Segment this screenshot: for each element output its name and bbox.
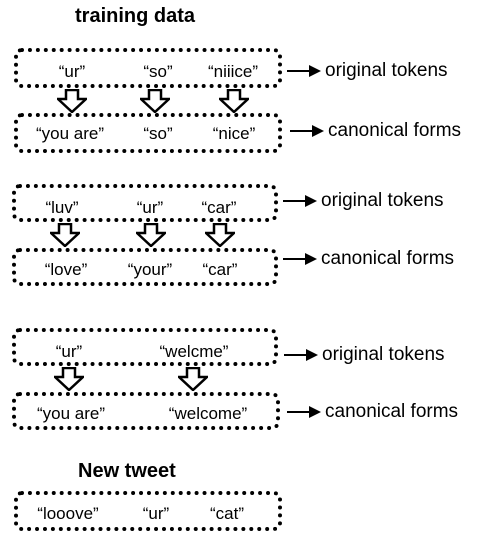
group-2-canonical-label: canonical forms [283,248,454,270]
down-arrow-icon [205,223,235,247]
right-arrow-icon [283,253,317,265]
group-2-canonical-token-3: “car” [202,260,238,279]
new-tweet-token-2: “ur” [142,504,170,523]
group-1-original-label-text: original tokens [325,60,448,81]
group-3-canonical-box [12,392,280,430]
group-1-original-token-2: “so” [143,62,173,81]
group-1-canonical-label: canonical forms [290,120,461,142]
down-arrow-icon [57,89,87,113]
down-arrow-icon [50,223,80,247]
down-arrow-icon [136,223,166,247]
group-3-canonical-label: canonical forms [287,401,458,423]
right-arrow-icon [290,125,324,137]
right-arrow-icon [284,349,318,361]
group-2-canonical-token-1: “love” [44,260,88,279]
group-3-original-token-2: “welcme” [159,342,229,361]
group-1-canonical-token-3: “nice” [212,124,256,143]
training-data-title: training data [75,5,196,27]
group-2-original-box [12,184,278,222]
down-arrow-icon [140,89,170,113]
group-2-canonical-box [12,248,278,286]
group-2-original-label: original tokens [283,190,444,212]
group-2-original-token-1: “luv” [45,198,79,217]
group-1-original-label: original tokens [287,60,448,82]
group-3-original-token-1: “ur” [55,342,83,361]
group-3-canonical-token-1: “you are” [36,404,106,423]
group-3-original-box [12,328,278,366]
down-arrow-icon [54,367,84,391]
right-arrow-icon [287,65,321,77]
new-tweet-token-3: “cat” [210,504,244,523]
group-2-canonical-token-2: “your” [127,260,173,279]
right-arrow-icon [283,195,317,207]
down-arrow-icon [219,89,249,113]
group-2-canonical-label-text: canonical forms [321,248,455,269]
new-tweet-token-1: “looove” [37,504,99,523]
group-1-canonical-box [14,113,282,153]
group-2-original-token-2: “ur” [136,198,164,217]
group-1-canonical-token-2: “so” [143,124,173,143]
group-1-original-box [14,48,282,88]
group-1-original-token-3: “niiice” [207,62,259,81]
group-3-original-label: original tokens [284,344,445,366]
group-1-canonical-label-text: canonical forms [328,120,462,141]
group-2-original-label-text: original tokens [321,190,444,211]
new-tweet-box [14,491,282,531]
group-2-original-token-3: “car” [201,198,237,217]
right-arrow-icon [287,406,321,418]
group-3-canonical-token-2: “welcome” [168,404,248,423]
new-tweet-title: New tweet [78,460,176,482]
group-1-canonical-token-1: “you are” [35,124,105,143]
down-arrow-icon [178,367,208,391]
group-1-original-token-1: “ur” [58,62,86,81]
group-3-original-label-text: original tokens [322,344,445,365]
group-3-canonical-label-text: canonical forms [325,401,459,422]
